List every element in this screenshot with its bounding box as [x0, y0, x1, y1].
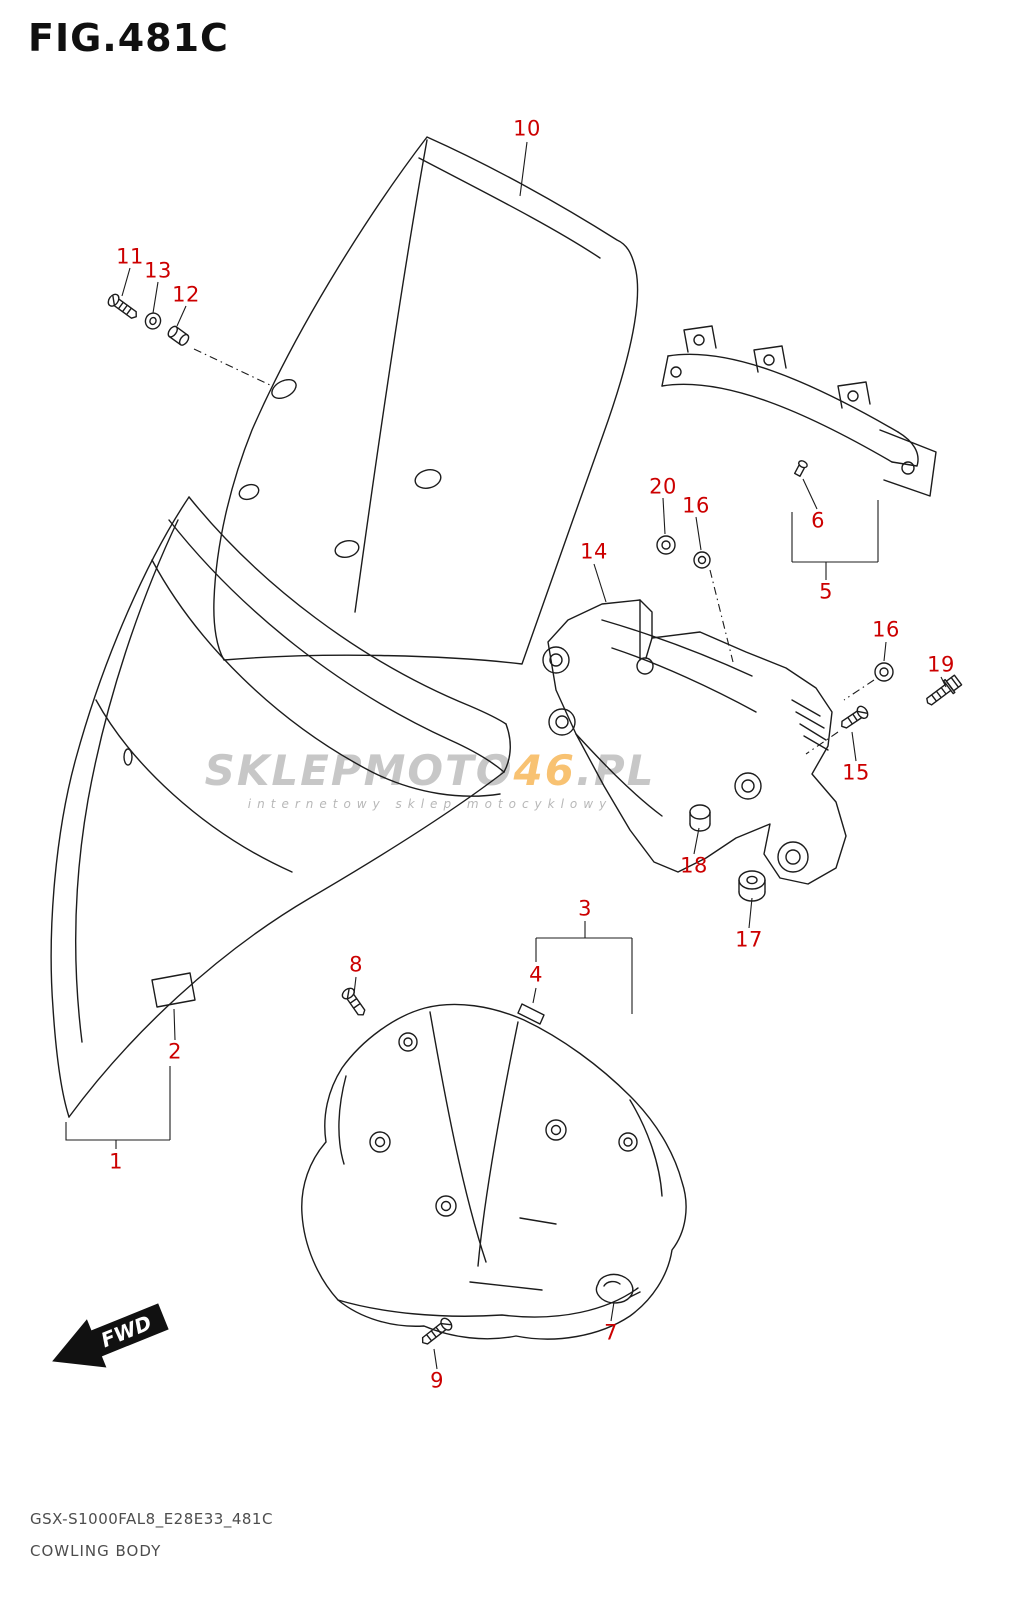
bolt-part-6 — [793, 460, 808, 477]
part-label-4: 4 — [529, 962, 543, 987]
bolt-part-19 — [926, 674, 963, 706]
screw-part-8 — [341, 987, 366, 1016]
screw-part-11 — [107, 293, 137, 319]
part-label-19: 19 — [927, 652, 955, 677]
figure-title: FIG.481C — [28, 16, 229, 60]
part-label-13: 13 — [144, 258, 172, 283]
screw-part-9 — [421, 1317, 453, 1345]
washer-part-16-right — [874, 662, 894, 682]
washer-part-13 — [144, 312, 162, 330]
rivet-part-4 — [517, 1003, 545, 1025]
grommet-part-17 — [738, 870, 766, 902]
meter-bracket-part-14 — [542, 599, 847, 885]
emblem-part-2 — [151, 972, 196, 1008]
fwd-arrow: FWD — [52, 1303, 169, 1368]
footer-model-code: GSX-S1000FAL8_E28E33_481C — [30, 1510, 273, 1528]
leader-lines — [65, 141, 947, 1370]
part-label-14: 14 — [580, 539, 608, 564]
part-label-20: 20 — [649, 474, 677, 499]
nut-part-20 — [656, 535, 676, 555]
clip-part-7 — [595, 1273, 641, 1304]
washer-part-16-left — [693, 551, 711, 569]
part-label-15: 15 — [842, 760, 870, 785]
screw-part-15 — [841, 705, 869, 729]
part-label-9: 9 — [430, 1368, 444, 1393]
part-label-12: 12 — [172, 282, 200, 307]
part-label-11: 11 — [116, 244, 144, 269]
windscreen-part-10 — [213, 136, 639, 665]
part-label-17: 17 — [735, 927, 763, 952]
grommet-part-18 — [689, 804, 711, 832]
part-label-5: 5 — [819, 579, 833, 604]
side-cowl-part-1 — [50, 496, 511, 1118]
part-label-8: 8 — [349, 952, 363, 977]
spacer-part-12 — [167, 325, 190, 346]
part-label-10: 10 — [513, 116, 541, 141]
construction-lines — [193, 348, 875, 755]
part-label-6: 6 — [811, 508, 825, 533]
part-label-16: 16 — [872, 617, 900, 642]
part-label-1: 1 — [109, 1149, 123, 1174]
upper-bracket-part-5 — [661, 325, 937, 497]
part-label-16: 16 — [682, 493, 710, 518]
part-label-18: 18 — [680, 853, 708, 878]
part-label-2: 2 — [168, 1039, 182, 1064]
part-label-3: 3 — [578, 896, 592, 921]
part-label-7: 7 — [604, 1320, 618, 1345]
footer-figure-name: COWLING BODY — [30, 1542, 162, 1560]
inner-panel-part-3 — [301, 1003, 687, 1340]
